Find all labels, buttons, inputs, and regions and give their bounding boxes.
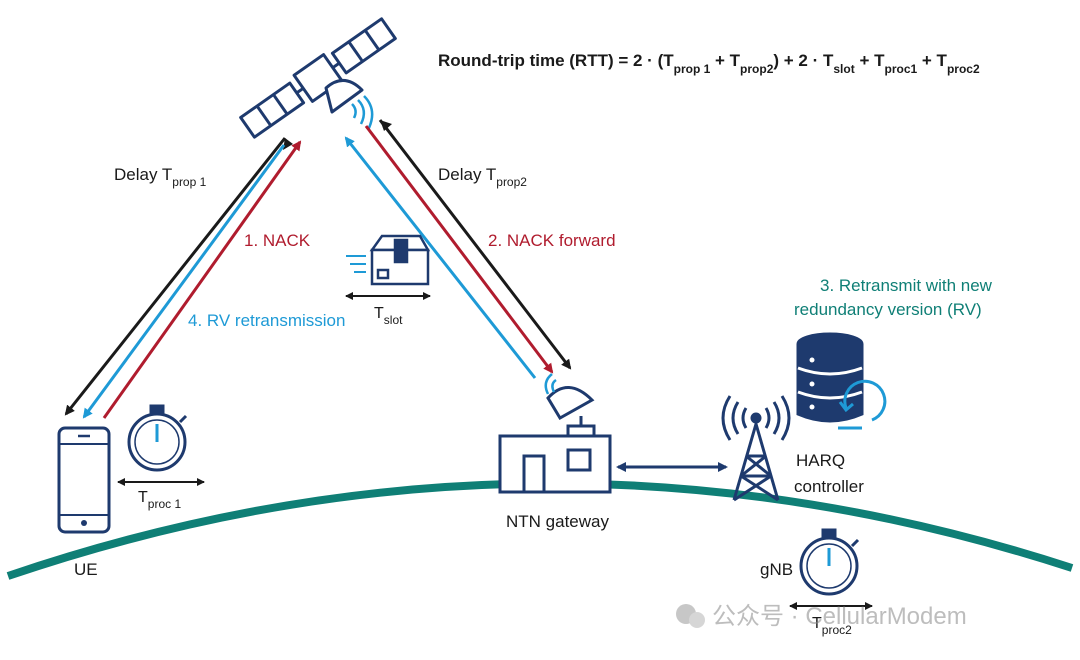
ue-label: UE: [74, 560, 98, 579]
gnb-label: gNB: [760, 560, 793, 579]
downlink-delay-arrow-black: [378, 119, 572, 370]
database-retransmit-icon: [796, 332, 887, 430]
watermark-text: 公众号 · CellularModem: [712, 603, 967, 630]
tslot-label: Tslot: [374, 305, 403, 327]
rtt-formula: Round-trip time (RTT) = 2 · (Tprop 1 + T…: [438, 51, 980, 76]
retransmit-label-line2: redundancy version (RV): [794, 300, 982, 319]
ntn-gateway-icon: [498, 373, 612, 494]
nack-label: 1. NACK: [244, 231, 311, 250]
delay-prop2-label: Delay Tprop2: [438, 165, 527, 189]
harq-label-line2: controller: [794, 477, 864, 496]
rv-retransmission-label: 4. RV retransmission: [188, 311, 345, 330]
harq-label-line1: HARQ: [796, 451, 845, 470]
nack-forward-arrow: [364, 125, 554, 374]
watermark: 公众号 · CellularModem: [676, 603, 967, 630]
nack-arrow: [102, 140, 302, 419]
tproc1-label: Tproc 1: [138, 489, 181, 511]
stopwatch-gnb-icon: [799, 528, 860, 596]
gateway-to-satellite-arrow: [344, 136, 537, 379]
stopwatch-ue-icon: [127, 404, 188, 472]
satellite-icon: [239, 17, 397, 139]
ntn-gateway-label: NTN gateway: [506, 512, 609, 531]
package-icon: [346, 234, 431, 286]
delay-prop1-label: Delay Tprop 1: [114, 165, 207, 189]
uplink-delay-arrow-black: [64, 137, 287, 416]
retransmit-label-line1: 3. Retransmit with new: [820, 276, 993, 295]
rv-retransmission-arrow: [82, 144, 286, 419]
nack-forward-label: 2. NACK forward: [488, 231, 616, 250]
cell-tower-icon: [721, 395, 791, 502]
tproc2-label: Tproc2: [812, 615, 852, 637]
ue-phone-icon: [57, 426, 111, 534]
